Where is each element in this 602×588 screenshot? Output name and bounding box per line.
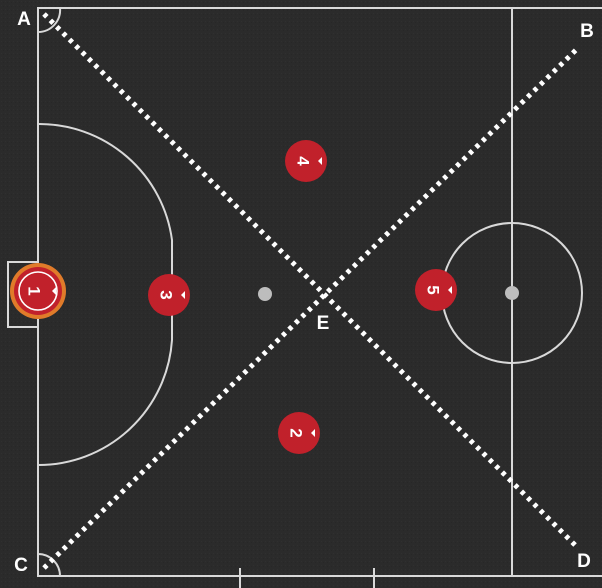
label-c: C bbox=[14, 555, 28, 576]
label-e: E bbox=[317, 313, 330, 334]
player-1[interactable]: 1 bbox=[14, 267, 62, 315]
label-b: B bbox=[580, 21, 594, 42]
direction-arrow-icon bbox=[181, 291, 185, 299]
corner-arc-top bbox=[37, 7, 62, 34]
diagonal-c-b bbox=[42, 46, 580, 570]
diagonal-lines bbox=[42, 12, 580, 570]
player-2[interactable]: 2 bbox=[278, 412, 320, 454]
player-5[interactable]: 5 bbox=[415, 269, 457, 311]
penalty-spot bbox=[258, 287, 272, 301]
direction-arrow-icon bbox=[318, 157, 322, 165]
center-spot bbox=[505, 286, 519, 300]
player-number: 1 bbox=[25, 286, 44, 295]
player-number: 2 bbox=[287, 428, 306, 437]
direction-arrow-icon bbox=[311, 429, 315, 437]
direction-arrow-icon bbox=[448, 286, 452, 294]
player-number: 4 bbox=[294, 156, 313, 166]
player-number: 3 bbox=[157, 290, 176, 299]
player-4[interactable]: 4 bbox=[285, 140, 327, 182]
direction-arrow-icon bbox=[52, 287, 56, 295]
player-number: 5 bbox=[424, 285, 443, 294]
player-3[interactable]: 3 bbox=[148, 274, 190, 316]
label-d: D bbox=[577, 551, 591, 572]
label-a: A bbox=[17, 9, 31, 30]
